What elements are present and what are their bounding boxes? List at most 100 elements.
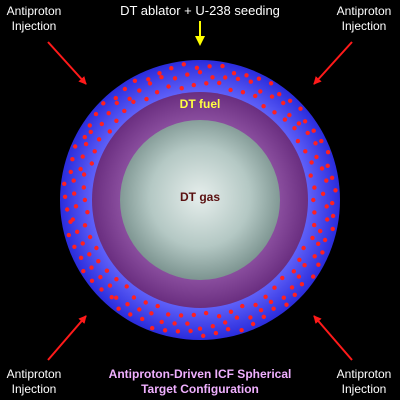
seeding-dot xyxy=(172,76,178,81)
seeding-dot xyxy=(197,70,203,75)
seeding-dot xyxy=(65,207,70,212)
seeding-dot xyxy=(169,66,174,71)
fuel-label: DT fuel xyxy=(180,97,221,111)
seeding-dot xyxy=(231,71,237,76)
seeding-dot xyxy=(98,274,103,280)
seeding-dot xyxy=(159,75,164,80)
svg-text:Antiproton-Driven ICF Spherica: Antiproton-Driven ICF Spherical xyxy=(109,367,292,381)
seeding-dot xyxy=(143,300,148,305)
seeding-dot xyxy=(319,166,325,171)
svg-text:Antiproton: Antiproton xyxy=(7,367,62,381)
seeding-dot xyxy=(292,126,297,131)
seeding-dot xyxy=(217,80,222,86)
seeding-dot xyxy=(82,134,88,140)
seeding-dot xyxy=(314,154,319,160)
seeding-dot xyxy=(239,328,244,333)
seeding-dot xyxy=(185,321,190,326)
seeding-dot xyxy=(271,306,276,311)
injection-arrow-top-right xyxy=(313,41,353,85)
seeding-dot xyxy=(107,283,113,288)
seeding-dot xyxy=(312,222,317,228)
seeding-dot xyxy=(128,312,133,317)
seeding-dot xyxy=(178,313,184,318)
seeding-dot xyxy=(155,303,160,309)
seeding-dot xyxy=(325,217,330,222)
seeding-dot xyxy=(114,277,119,282)
seeding-dot xyxy=(175,329,181,334)
seeding-dot xyxy=(68,169,74,175)
svg-text:Target Configuration: Target Configuration xyxy=(141,382,259,396)
seeding-dot xyxy=(253,302,258,308)
seeding-dot xyxy=(292,292,297,297)
seeding-dot xyxy=(87,234,93,240)
seeding-dot xyxy=(248,79,253,84)
seeding-dot xyxy=(240,90,246,95)
seeding-dot xyxy=(322,237,328,243)
seeding-dot xyxy=(137,88,142,93)
seeding-dot xyxy=(223,320,228,325)
seeding-dot xyxy=(88,129,94,135)
seeding-dot xyxy=(268,299,274,305)
seeding-dot xyxy=(87,252,92,257)
seeding-dot xyxy=(291,269,296,274)
seeding-dot xyxy=(68,219,73,224)
seeding-dot xyxy=(312,185,317,190)
seeding-dot xyxy=(113,95,119,101)
seeding-dot xyxy=(302,263,307,268)
seeding-dot xyxy=(311,197,316,203)
injection-label-bottom-right: Antiproton Injection xyxy=(337,367,392,396)
seeding-dot xyxy=(62,194,68,199)
seeding-dot xyxy=(194,65,200,71)
seeding-dot xyxy=(282,117,288,122)
seeding-dot xyxy=(301,245,306,251)
seeding-dot xyxy=(268,81,274,86)
seeding-dot xyxy=(81,268,86,274)
seeding-dot xyxy=(213,330,219,336)
seeding-dot xyxy=(78,255,84,260)
seeding-dot xyxy=(287,98,293,104)
seeding-dot xyxy=(157,71,162,76)
ablator-label: DT ablator + U-238 seeding xyxy=(120,3,280,18)
injection-label-top-right: Antiproton Injection xyxy=(337,4,392,33)
seeding-dot xyxy=(73,204,79,209)
seeding-dot xyxy=(311,128,316,133)
seeding-dot xyxy=(258,308,264,313)
figure-caption: Antiproton-Driven ICF Spherical Target C… xyxy=(109,367,292,396)
seeding-dot xyxy=(131,99,136,105)
seeding-dot xyxy=(272,285,277,290)
seeding-dot xyxy=(250,321,256,327)
seeding-dot xyxy=(329,175,335,180)
svg-text:Antiproton: Antiproton xyxy=(337,367,392,381)
injection-arrow-top-left xyxy=(47,41,87,85)
seeding-dot xyxy=(228,87,233,93)
seeding-dot xyxy=(330,200,335,206)
seeding-dot xyxy=(122,108,127,114)
seeding-dot xyxy=(201,333,206,338)
svg-text:Injection: Injection xyxy=(342,19,387,33)
seeding-dot xyxy=(240,303,245,309)
seeding-dot xyxy=(220,63,225,69)
gas-label: DT gas xyxy=(180,190,220,204)
seeding-dot xyxy=(140,316,145,322)
seeding-dot xyxy=(124,284,129,289)
seeding-dot xyxy=(116,306,121,311)
seeding-dot xyxy=(80,241,85,246)
seeding-dot xyxy=(89,265,94,270)
seeding-dot xyxy=(73,144,78,149)
seeding-dot xyxy=(296,121,302,126)
seeding-dot xyxy=(324,204,329,209)
seeding-dot xyxy=(172,321,177,326)
seeding-dot xyxy=(125,302,130,307)
seeding-dot xyxy=(269,94,275,99)
seeding-dot xyxy=(312,210,317,215)
seeding-dot xyxy=(94,245,99,251)
seeding-dot xyxy=(203,310,209,316)
seeding-dot xyxy=(261,314,266,319)
seeding-dot xyxy=(303,149,308,154)
svg-text:Injection: Injection xyxy=(12,382,57,396)
seeding-dot xyxy=(162,328,168,333)
svg-text:Injection: Injection xyxy=(342,382,387,396)
seeding-dot xyxy=(72,191,77,196)
seeding-dot xyxy=(284,302,289,307)
